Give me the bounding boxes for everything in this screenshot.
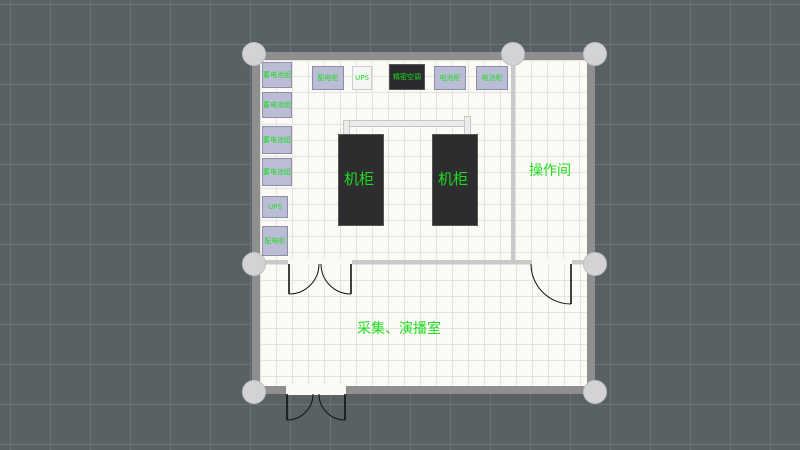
cable-tray-horizontal xyxy=(343,120,471,127)
battery-unit-2-label: 蓄电池组 xyxy=(263,101,291,109)
top-distribution-cabinet[interactable]: 配电柜 xyxy=(312,66,344,90)
server-cabinet-right[interactable] xyxy=(432,134,478,226)
server-cabinet-right-label: 机柜 xyxy=(438,170,469,188)
wall-bottom xyxy=(252,386,595,394)
pillar-mid-left xyxy=(242,252,266,276)
top-ups-label: UPS xyxy=(355,74,369,82)
top-distribution-label: 配电柜 xyxy=(317,74,339,82)
wall-left xyxy=(252,52,260,394)
operation-room-door-swing xyxy=(530,263,572,305)
pillar-bottom-left xyxy=(242,380,266,404)
pillar-mid-right xyxy=(583,252,607,276)
server-cabinet-left[interactable] xyxy=(338,134,384,226)
battery-unit-4-label: 蓄电池组 xyxy=(263,168,291,176)
battery-unit-1-label: 蓄电池组 xyxy=(263,71,291,79)
top-ups-unit[interactable]: UPS xyxy=(352,66,372,90)
battery-cabinet-1-label: 电池柜 xyxy=(439,74,461,82)
broadcast-room-label: 采集、演播室 xyxy=(357,321,441,337)
operation-room-label: 操作间 xyxy=(529,163,571,179)
ups-side-label: UPS xyxy=(268,203,282,211)
distribution-side-unit[interactable]: 配电柜 xyxy=(262,226,288,256)
precision-ac-unit[interactable]: 精密空调 xyxy=(389,64,425,90)
wall-top xyxy=(252,52,595,60)
door-gap-equipment xyxy=(288,259,352,265)
precision-ac-label: 精密空调 xyxy=(393,73,421,81)
battery-cabinet-2[interactable]: 电池柜 xyxy=(476,66,508,90)
battery-unit-4[interactable]: 蓄电池组 xyxy=(262,158,292,186)
battery-unit-2[interactable]: 蓄电池组 xyxy=(262,92,292,118)
ups-side-unit[interactable]: UPS xyxy=(262,196,288,218)
battery-cabinet-1[interactable]: 电池柜 xyxy=(434,66,466,90)
battery-unit-1[interactable]: 蓄电池组 xyxy=(262,62,292,88)
pillar-top-right xyxy=(583,42,607,66)
door-gap-operation xyxy=(532,259,572,265)
pillar-bottom-right xyxy=(583,380,607,404)
wall-interior-vertical xyxy=(511,60,515,260)
wall-interior-horizontal xyxy=(260,260,587,264)
operation-room-floor xyxy=(515,60,587,260)
pillar-top-middle xyxy=(501,42,525,66)
cable-tray-right xyxy=(464,116,471,136)
battery-unit-3-label: 蓄电池组 xyxy=(263,136,291,144)
broadcast-room-floor xyxy=(260,264,587,386)
battery-unit-3[interactable]: 蓄电池组 xyxy=(262,126,292,154)
battery-cabinet-2-label: 电池柜 xyxy=(481,74,503,82)
server-cabinet-left-label: 机柜 xyxy=(344,170,375,188)
wall-right xyxy=(587,52,595,394)
distribution-side-label: 配电柜 xyxy=(264,237,286,245)
main-entrance-door-swing xyxy=(286,393,346,421)
equipment-room-door-swing xyxy=(288,263,352,295)
door-gap-main xyxy=(286,385,346,395)
